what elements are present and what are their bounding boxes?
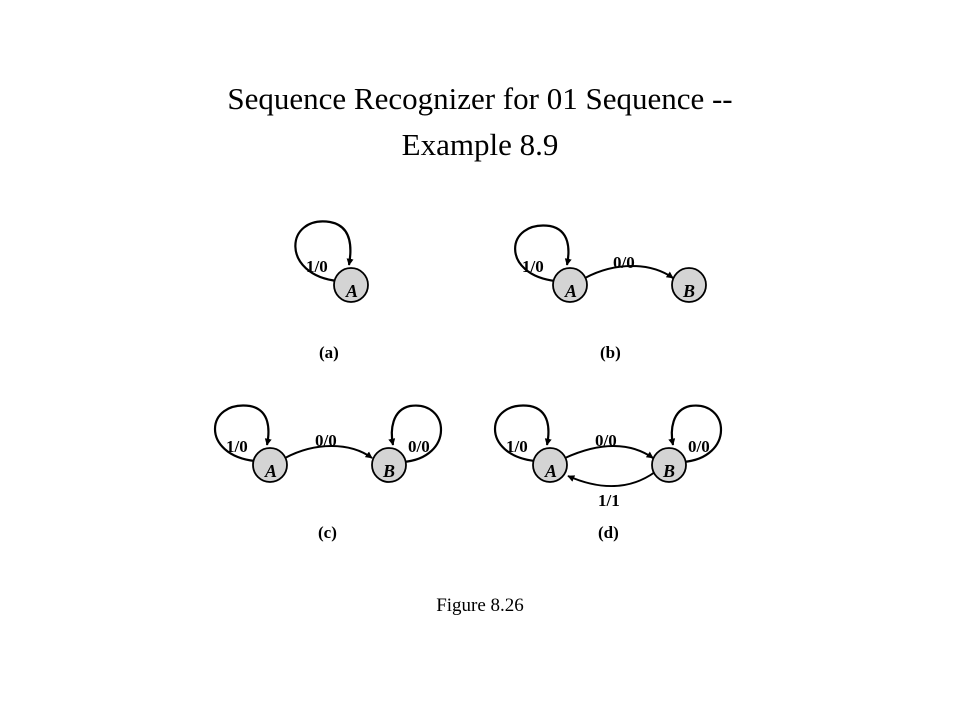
state-a-circle bbox=[252, 447, 288, 483]
panel-caption-b: (b) bbox=[600, 343, 621, 362]
state-b-circle bbox=[371, 447, 407, 483]
state-a-label: A bbox=[544, 461, 557, 481]
transition-a-to-b-arrow bbox=[564, 445, 654, 459]
state-a-circle bbox=[532, 447, 568, 483]
transition-label-b-self: 0/0 bbox=[408, 437, 430, 456]
transition-label-a-to-b: 0/0 bbox=[613, 253, 635, 272]
state-a-label: A bbox=[264, 461, 277, 481]
transition-label-a-to-b: 0/0 bbox=[315, 431, 337, 450]
transition-label-b-self: 0/0 bbox=[688, 437, 710, 456]
transition-b-to-a-arrow bbox=[567, 471, 656, 487]
transition-label-b-to-a: 1/1 bbox=[598, 491, 620, 510]
state-a-label: A bbox=[345, 281, 358, 301]
self-loop-b-arrow bbox=[388, 404, 442, 464]
state-b-label: B bbox=[662, 461, 675, 481]
state-b-circle bbox=[671, 267, 707, 303]
panel-d: A B 1/0 0/0 0/0 1/1 (d) bbox=[494, 404, 722, 542]
transition-label-a-self: 1/0 bbox=[306, 257, 328, 276]
title-line-1: Sequence Recognizer for 01 Sequence -- bbox=[227, 81, 733, 116]
state-b-label: B bbox=[382, 461, 395, 481]
state-b-circle bbox=[651, 447, 687, 483]
transition-label-a-self: 1/0 bbox=[506, 437, 528, 456]
panel-caption-d: (d) bbox=[598, 523, 619, 542]
transition-label-a-self: 1/0 bbox=[522, 257, 544, 276]
transition-label-a-self: 1/0 bbox=[226, 437, 248, 456]
panel-c: A B 1/0 0/0 0/0 (c) bbox=[214, 404, 442, 542]
panel-b: A B 1/0 0/0 (b) bbox=[514, 224, 707, 362]
title-line-2: Example 8.9 bbox=[401, 127, 559, 162]
state-a-label: A bbox=[564, 281, 577, 301]
self-loop-a-arrow bbox=[214, 404, 272, 463]
transition-a-to-b-arrow bbox=[584, 265, 674, 279]
panel-caption-c: (c) bbox=[318, 523, 337, 542]
state-b-label: B bbox=[682, 281, 695, 301]
transition-label-a-to-b: 0/0 bbox=[595, 431, 617, 450]
transition-a-to-b-arrow bbox=[284, 445, 373, 459]
panel-a: A 1/0 (a) bbox=[294, 220, 369, 362]
state-a-circle bbox=[552, 267, 588, 303]
self-loop-b-arrow bbox=[668, 404, 722, 464]
figure-caption: Figure 8.26 bbox=[436, 595, 524, 616]
self-loop-a-arrow bbox=[514, 224, 572, 283]
self-loop-a-arrow bbox=[294, 220, 354, 283]
page-title: Sequence Recognizer for 01 Sequence -- E… bbox=[0, 76, 960, 168]
self-loop-a-arrow bbox=[494, 404, 552, 463]
panel-caption-a: (a) bbox=[319, 343, 339, 362]
state-a-circle bbox=[333, 267, 369, 303]
